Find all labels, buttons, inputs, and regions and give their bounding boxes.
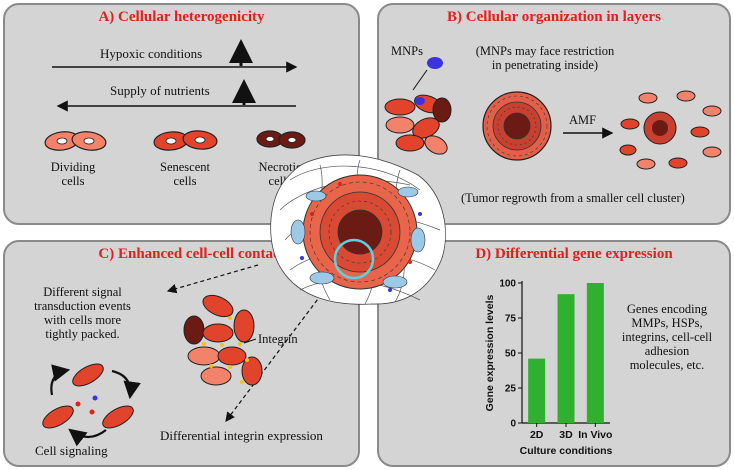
packed-cells-icon bbox=[183, 294, 263, 386]
panel-c-title: C) Enhanced cell-cell contact bbox=[98, 246, 285, 262]
amf-label: AMF bbox=[569, 113, 597, 127]
y-axis-title: Gene expression levels bbox=[484, 294, 496, 411]
dividing-cells-icon bbox=[44, 131, 107, 151]
mnps-label: MNPs bbox=[391, 44, 423, 58]
integrin-pointer-arrow bbox=[225, 282, 331, 422]
central-tumor-spheroid bbox=[270, 154, 446, 305]
bar-2d bbox=[528, 358, 546, 423]
senescent-cells-icon bbox=[153, 130, 218, 151]
x-tick-label: 2D bbox=[530, 429, 544, 441]
y-tick-label: 100 bbox=[499, 279, 516, 290]
fragmented-cells-icon bbox=[619, 90, 722, 170]
y-tick-label: 50 bbox=[505, 349, 517, 360]
y-tick-label: 0 bbox=[510, 419, 516, 430]
tumor-spheroid-icon bbox=[482, 91, 552, 161]
integrin-label: Integrin bbox=[258, 332, 298, 346]
senescent-cells-label: Senescent cells bbox=[160, 160, 210, 188]
x-axis-title: Culture conditions bbox=[520, 445, 613, 457]
signal-pointer-arrow bbox=[166, 264, 259, 294]
cell-cluster-icon bbox=[384, 94, 452, 155]
dividing-cells-label: Dividing cells bbox=[50, 160, 96, 188]
bar-3d bbox=[557, 294, 575, 423]
panel-b-title: B) Cellular organization in layers bbox=[447, 9, 661, 25]
tumor-regrowth-note: (Tumor regrowth from a smaller cell clus… bbox=[461, 191, 685, 205]
mnp-restriction-note: (MNPs may face restriction in penetratin… bbox=[475, 44, 615, 72]
integrin-pointer-line bbox=[243, 338, 257, 344]
mnp-particle-icon bbox=[427, 57, 443, 69]
y-tick-label: 25 bbox=[505, 384, 517, 395]
zoom-ring bbox=[333, 238, 375, 280]
panel-d-title: D) Differential gene expression bbox=[475, 246, 673, 262]
x-tick-label: In Vivo bbox=[578, 429, 612, 441]
supply-of-nutrients-label: Supply of nutrients bbox=[110, 83, 210, 98]
cell-signaling-label: Cell signaling bbox=[35, 443, 108, 458]
panel-a-title: A) Cellular heterogenicity bbox=[98, 9, 265, 25]
necrotic-cells-icon bbox=[256, 130, 306, 149]
integrin-dots bbox=[202, 316, 249, 384]
differential-integrin-label: Differential integrin expression bbox=[160, 428, 323, 443]
hypoxic-conditions-label: Hypoxic conditions bbox=[100, 46, 203, 61]
mnp-approach-line bbox=[412, 69, 428, 91]
y-tick-label: 75 bbox=[505, 314, 517, 325]
cell-signaling-diagram bbox=[42, 363, 141, 447]
signal-transduction-text: Different signal transduction events wit… bbox=[34, 285, 131, 341]
panel-gene-expression: D) Differential gene expression bbox=[377, 240, 731, 467]
x-tick-label: 3D bbox=[559, 429, 573, 441]
genes-encoding-text: Genes encoding MMPs, HSPs, integrins, ce… bbox=[621, 302, 713, 372]
panel-cellular-heterogenicity: A) Cellular heterogenicity bbox=[3, 3, 360, 225]
panel-cellular-organization: B) Cellular organization in layers bbox=[377, 3, 731, 225]
bar-in-vivo bbox=[586, 283, 604, 423]
